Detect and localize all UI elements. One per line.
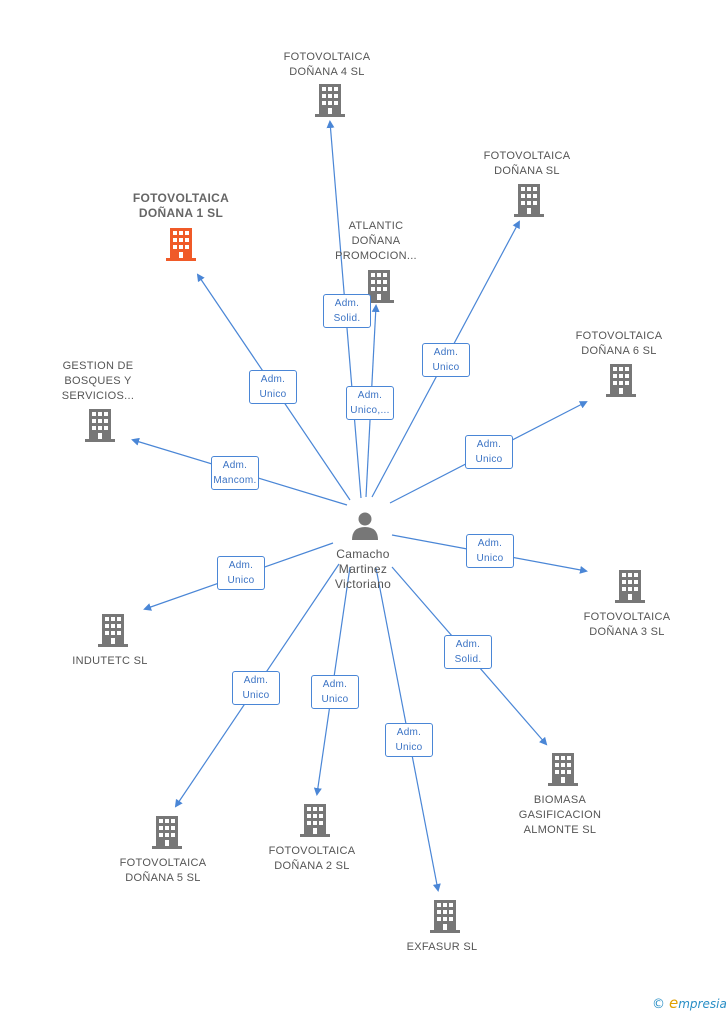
node-label-gestion-bosques[interactable]: GESTION DE BOSQUES Y SERVICIOS... — [38, 359, 158, 404]
node-label-exfasur[interactable]: EXFASUR SL — [382, 940, 502, 955]
role-line: Adm. — [396, 727, 422, 738]
role-box-fotovoltaica-donana-2[interactable]: Adm. Unico — [311, 675, 359, 709]
role-line: Adm. — [228, 560, 254, 571]
role-line: Adm. — [357, 390, 383, 401]
center-label-line: Martinez — [338, 562, 388, 576]
role-line: Adm. — [322, 679, 348, 690]
role-line: Unico — [476, 553, 504, 564]
building-icon-fotovoltaica-donana-6[interactable] — [606, 364, 636, 397]
brand-initial: e — [669, 994, 679, 1012]
node-label-indutetc[interactable]: INDUTETC SL — [50, 654, 170, 669]
role-line: Adm. — [222, 460, 248, 471]
node-label-line: DOÑANA 4 SL — [289, 66, 365, 78]
building-icon-fotovoltaica-donana-1[interactable] — [166, 228, 196, 261]
node-label-line: DOÑANA — [351, 235, 401, 247]
node-label-line: DOÑANA SL — [494, 165, 560, 177]
role-line: Adm. — [260, 374, 286, 385]
node-label-line: SERVICIOS... — [61, 390, 135, 402]
role-line: Unico — [259, 389, 287, 400]
role-line: Unico,... — [350, 405, 390, 416]
role-box-fotovoltaica-donana-5[interactable]: Adm. Unico — [232, 671, 280, 705]
role-box-fotovoltaica-donana[interactable]: Adm. Unico — [422, 343, 470, 377]
building-icon-fotovoltaica-donana-4[interactable] — [315, 84, 345, 117]
node-label-fotovoltaica-donana-3[interactable]: FOTOVOLTAICA DOÑANA 3 SL — [567, 610, 687, 640]
building-icon-gestion-bosques[interactable] — [85, 409, 115, 442]
building-icon-biomasa[interactable] — [548, 753, 578, 786]
node-label-line: DOÑANA 2 SL — [274, 860, 350, 872]
role-line: Adm. — [477, 538, 503, 549]
node-label-fotovoltaica-donana[interactable]: FOTOVOLTAICA DOÑANA SL — [467, 149, 587, 179]
brand-name: mpresia — [678, 997, 727, 1011]
role-box-gestion-bosques[interactable]: Adm. Mancom. — [211, 456, 259, 490]
node-label-line: EXFASUR SL — [406, 941, 478, 953]
node-label-line: ATLANTIC — [348, 220, 404, 232]
role-line: Solid. — [454, 654, 482, 665]
node-label-line: DOÑANA 3 SL — [589, 626, 665, 638]
node-label-line: DOÑANA 6 SL — [581, 345, 657, 357]
role-line: Unico — [242, 690, 270, 701]
node-label-line: ALMONTE SL — [523, 824, 597, 836]
node-label-line: FOTOVOLTAICA — [575, 330, 663, 342]
node-label-line: PROMOCION... — [335, 250, 417, 262]
role-box-indutetc[interactable]: Adm. Unico — [217, 556, 265, 590]
node-label-fotovoltaica-donana-2[interactable]: FOTOVOLTAICA DOÑANA 2 SL — [252, 844, 372, 874]
node-label-atlantic-donana[interactable]: ATLANTIC DOÑANA PROMOCION... — [316, 219, 436, 264]
node-label-line: FOTOVOLTAICA — [583, 611, 671, 623]
building-icon-fotovoltaica-donana[interactable] — [514, 184, 544, 217]
node-label-line: GESTION DE — [62, 360, 134, 372]
building-icon-fotovoltaica-donana-3[interactable] — [615, 570, 645, 603]
node-label-line: GASIFICACION — [518, 809, 602, 821]
node-label-line: FOTOVOLTAICA — [119, 857, 207, 869]
role-line: Solid. — [333, 313, 361, 324]
node-label-line: DOÑANA 1 SL — [138, 206, 224, 220]
role-box-fotovoltaica-donana-4[interactable]: Adm. Solid. — [323, 294, 371, 328]
role-box-atlantic-donana[interactable]: Adm. Unico,... — [346, 386, 394, 420]
role-box-fotovoltaica-donana-1[interactable]: Adm. Unico — [249, 370, 297, 404]
role-box-exfasur[interactable]: Adm. Unico — [385, 723, 433, 757]
building-icon-exfasur[interactable] — [430, 900, 460, 933]
role-line: Adm. — [433, 347, 459, 358]
node-label-fotovoltaica-donana-6[interactable]: FOTOVOLTAICA DOÑANA 6 SL — [559, 329, 679, 359]
node-label-fotovoltaica-donana-5[interactable]: FOTOVOLTAICA DOÑANA 5 SL — [103, 856, 223, 886]
node-label-line: FOTOVOLTAICA — [283, 51, 371, 63]
node-label-line: FOTOVOLTAICA — [132, 191, 230, 205]
center-label-line: Camacho — [336, 547, 390, 561]
role-line: Mancom. — [213, 475, 257, 486]
person-icon[interactable] — [352, 512, 378, 541]
center-label-line: Victoriano — [334, 577, 392, 591]
node-label-line: DOÑANA 5 SL — [125, 872, 201, 884]
node-label-line: INDUTETC SL — [72, 655, 148, 667]
role-line: Unico — [432, 362, 460, 373]
role-line: Unico — [395, 742, 423, 753]
node-label-line: BIOMASA — [533, 794, 587, 806]
role-line: Adm. — [334, 298, 360, 309]
building-icon-fotovoltaica-donana-2[interactable] — [300, 804, 330, 837]
role-box-fotovoltaica-donana-3[interactable]: Adm. Unico — [466, 534, 514, 568]
node-label-fotovoltaica-donana-4[interactable]: FOTOVOLTAICA DOÑANA 4 SL — [267, 50, 387, 80]
copyright-icon: © — [652, 997, 665, 1012]
node-label-line: FOTOVOLTAICA — [483, 150, 571, 162]
empresia-brand[interactable]: © empresia — [652, 994, 727, 1012]
role-line: Adm. — [455, 639, 481, 650]
building-icon-fotovoltaica-donana-5[interactable] — [152, 816, 182, 849]
role-line: Unico — [227, 575, 255, 586]
building-icon-indutetc[interactable] — [98, 614, 128, 647]
role-box-fotovoltaica-donana-6[interactable]: Adm. Unico — [465, 435, 513, 469]
role-line: Unico — [475, 454, 503, 465]
role-box-biomasa[interactable]: Adm. Solid. — [444, 635, 492, 669]
node-label-biomasa[interactable]: BIOMASA GASIFICACION ALMONTE SL — [500, 793, 620, 838]
node-label-line: FOTOVOLTAICA — [268, 845, 356, 857]
role-line: Adm. — [476, 439, 502, 450]
role-line: Unico — [321, 694, 349, 705]
node-label-line: BOSQUES Y — [64, 375, 132, 387]
role-line: Adm. — [243, 675, 269, 686]
